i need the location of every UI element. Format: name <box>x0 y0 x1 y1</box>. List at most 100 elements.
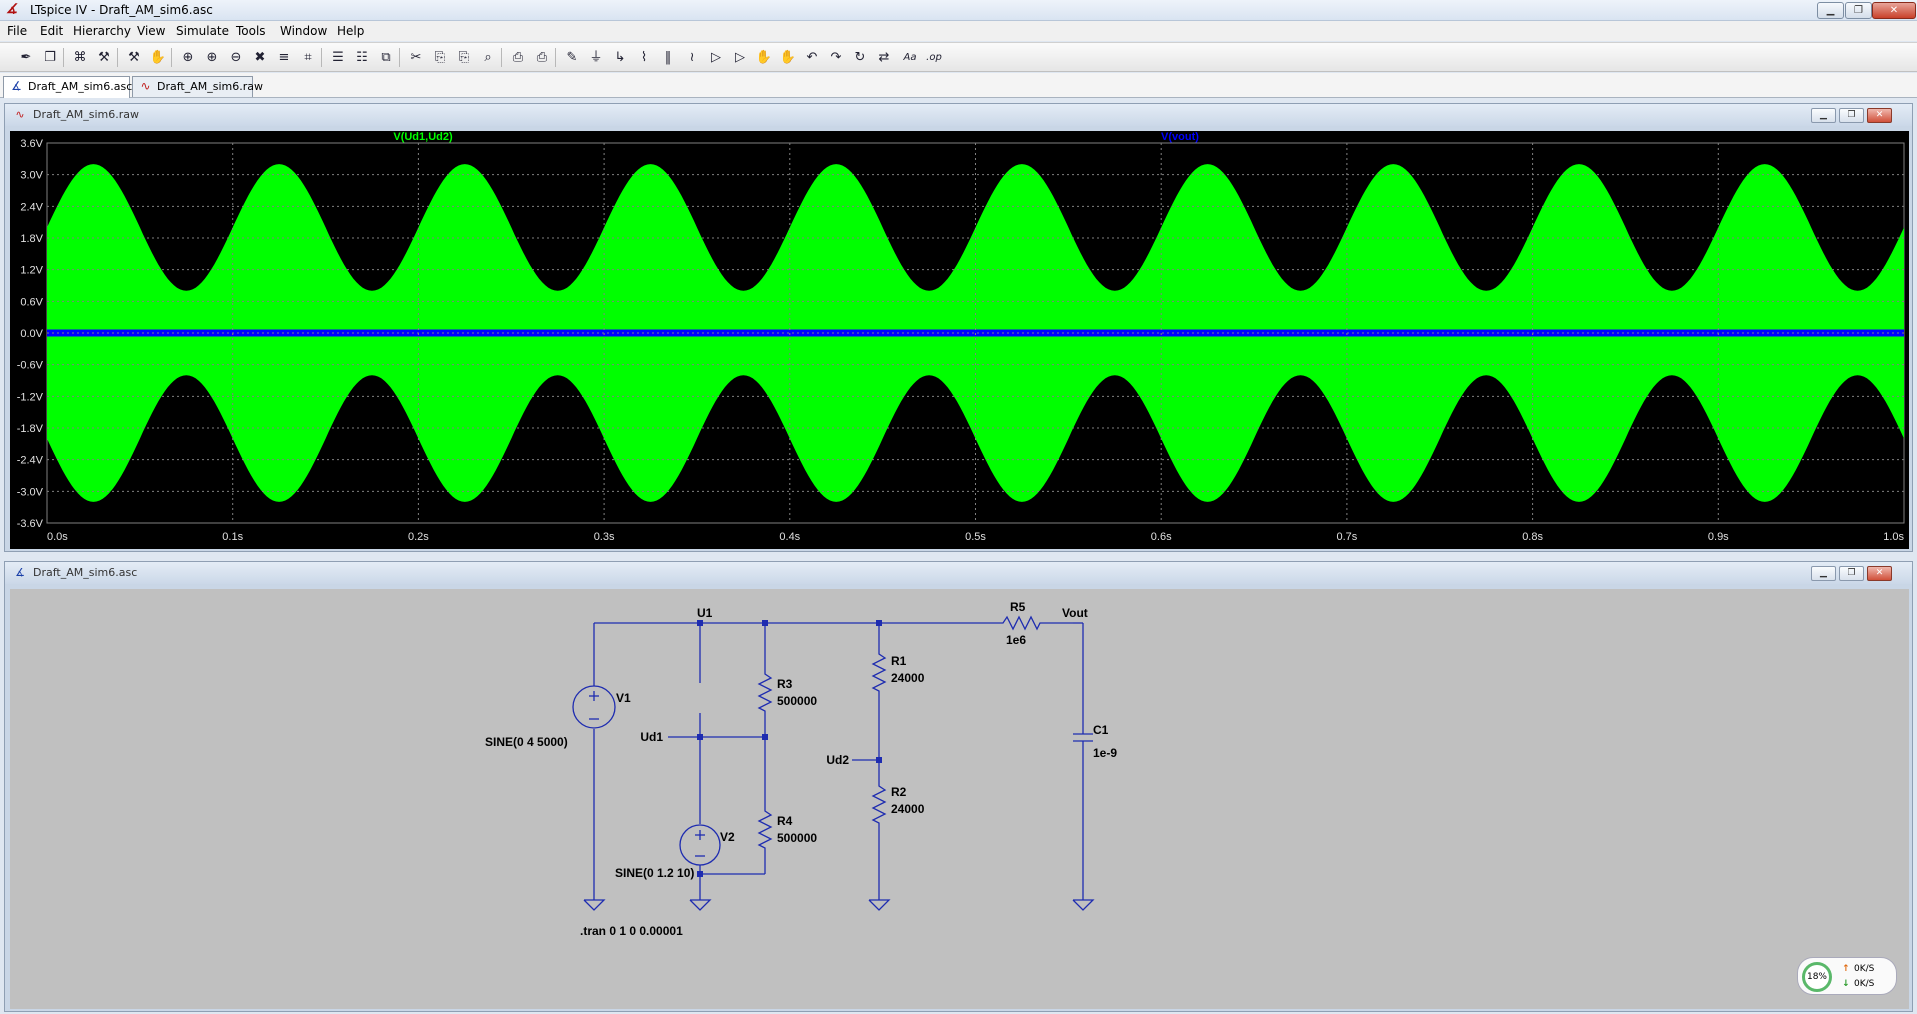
component-icon[interactable]: ▷ <box>735 50 745 65</box>
r3-name[interactable]: R3 <box>777 677 793 691</box>
ground-icon[interactable] <box>868 899 891 911</box>
schematic-drawing[interactable]: U1 Vout Ud1 Ud2 V1 SINE(0 4 5000) V2 SIN… <box>10 589 1909 1009</box>
r2-name[interactable]: R2 <box>891 785 907 799</box>
redo-icon[interactable]: ↷ <box>830 50 842 65</box>
r1-name[interactable]: R1 <box>891 654 907 668</box>
ground-icon[interactable] <box>1072 899 1095 911</box>
waveform-close-button[interactable]: ✕ <box>1867 108 1892 123</box>
new-schematic-icon[interactable]: ✒ <box>20 50 32 65</box>
capacitor-icon[interactable]: ‖ <box>664 50 672 65</box>
tile-vertical-icon[interactable]: ☷ <box>356 50 368 65</box>
waveform-restore-button[interactable]: ❐ <box>1839 108 1864 123</box>
text-icon[interactable]: Aa <box>903 52 917 63</box>
print-setup-icon[interactable]: ⎙ <box>512 50 524 65</box>
v2-name[interactable]: V2 <box>720 830 735 844</box>
close-button[interactable]: ✕ <box>1872 2 1916 19</box>
trace-label-vout[interactable]: V(vout) <box>1161 131 1199 143</box>
open-icon[interactable]: ❐ <box>44 50 56 65</box>
run-icon[interactable]: ⚒ <box>128 50 140 65</box>
menu-window[interactable]: Window <box>280 24 328 38</box>
pan-icon[interactable]: ⊕ <box>206 50 218 65</box>
schematic-minimize-button[interactable]: ▁ <box>1811 566 1836 581</box>
grid-icon[interactable]: ⌗ <box>304 50 312 65</box>
halt-icon[interactable]: ✋ <box>149 50 167 65</box>
net-label-ud2[interactable]: Ud2 <box>826 753 849 767</box>
zoom-out-icon[interactable]: ⊖ <box>230 50 242 65</box>
v1-source[interactable] <box>572 685 616 729</box>
trace-label-vud1ud2[interactable]: V(Ud1,Ud2) <box>393 131 453 143</box>
zoom-in-icon[interactable]: ⊕ <box>182 50 194 65</box>
drag-icon[interactable]: ✋ <box>779 50 797 65</box>
v2-value[interactable]: SINE(0 1.2 10) <box>615 866 694 880</box>
spice-directive[interactable]: .tran 0 1 0 0.00001 <box>580 924 683 938</box>
ground-icon[interactable] <box>583 899 606 911</box>
v2-source[interactable] <box>679 824 721 866</box>
print-icon[interactable]: ⎙ <box>536 50 548 65</box>
menu-tools[interactable]: Tools <box>236 24 266 38</box>
waveform-window-icon: ∿ <box>15 108 25 121</box>
r3-value[interactable]: 500000 <box>777 694 817 708</box>
schematic-canvas[interactable]: U1 Vout Ud1 Ud2 V1 SINE(0 4 5000) V2 SIN… <box>10 589 1909 1009</box>
menu-view[interactable]: View <box>137 24 166 38</box>
draw-wire-icon[interactable]: ✎ <box>566 50 578 65</box>
diode-icon[interactable]: ▷ <box>711 50 721 65</box>
rotate-icon[interactable]: ↻ <box>854 50 866 65</box>
control-panel-icon[interactable]: ⚒ <box>98 50 110 65</box>
schematic-close-button[interactable]: ✕ <box>1867 566 1892 581</box>
r5-value[interactable]: 1e6 <box>1006 633 1026 647</box>
r4-name[interactable]: R4 <box>777 814 793 828</box>
ground-icon[interactable] <box>689 899 712 911</box>
network-monitor-widget[interactable]: 18% ↑0K/S ↓0K/S <box>1797 957 1897 995</box>
spice-directive-icon[interactable]: .op <box>926 52 942 63</box>
r1-value[interactable]: 24000 <box>891 671 925 685</box>
v1-value[interactable]: SINE(0 4 5000) <box>485 735 568 749</box>
toolbar-separator <box>63 48 64 67</box>
v1-name[interactable]: V1 <box>616 691 631 705</box>
find-icon[interactable]: ⌕ <box>484 50 492 65</box>
junction <box>762 620 768 626</box>
net-label-ud1[interactable]: Ud1 <box>640 730 663 744</box>
junction <box>876 757 882 763</box>
c1-value[interactable]: 1e-9 <box>1093 746 1117 760</box>
y-tick-label: 1.2V <box>20 265 43 277</box>
autorange-icon[interactable]: ≡ <box>278 50 290 65</box>
tile-horizontal-icon[interactable]: ☰ <box>332 50 344 65</box>
r5-resistor[interactable] <box>998 615 1073 631</box>
r1-resistor[interactable] <box>871 649 887 696</box>
cascade-icon[interactable]: ⧉ <box>381 50 391 65</box>
c1-name[interactable]: C1 <box>1093 723 1109 737</box>
schematic-restore-button[interactable]: ❐ <box>1839 566 1864 581</box>
r3-resistor[interactable] <box>757 669 773 716</box>
r5-name[interactable]: R5 <box>1010 600 1026 614</box>
restore-button[interactable]: ❐ <box>1845 2 1872 19</box>
net-label-vout[interactable]: Vout <box>1062 606 1088 620</box>
r2-resistor[interactable] <box>871 781 887 828</box>
mirror-icon[interactable]: ⇄ <box>878 50 890 65</box>
tab-waveform[interactable]: ∿ Draft_AM_sim6.raw <box>132 76 263 97</box>
move-icon[interactable]: ✋ <box>755 50 773 65</box>
minimize-button[interactable]: ▁ <box>1817 2 1844 19</box>
inductor-icon[interactable]: ≀ <box>689 50 695 65</box>
tab-schematic[interactable]: ∡ Draft_AM_sim6.asc <box>3 76 132 98</box>
ground-icon[interactable]: ⏚ <box>589 50 603 65</box>
r4-value[interactable]: 500000 <box>777 831 817 845</box>
r4-resistor[interactable] <box>757 806 773 853</box>
undo-icon[interactable]: ↶ <box>806 50 818 65</box>
zoom-fit-icon[interactable]: ✖ <box>254 50 266 65</box>
menu-hierarchy[interactable]: Hierarchy <box>73 24 132 38</box>
resistor-icon[interactable]: ⌇ <box>640 50 648 65</box>
label-net-icon[interactable]: ↳ <box>614 50 626 65</box>
save-icon[interactable]: ⌘ <box>73 50 87 65</box>
waveform-minimize-button[interactable]: ▁ <box>1811 108 1836 123</box>
net-label-u1[interactable]: U1 <box>697 606 713 620</box>
menu-simulate[interactable]: Simulate <box>176 24 230 38</box>
r2-value[interactable]: 24000 <box>891 802 925 816</box>
menu-file[interactable]: File <box>7 24 28 38</box>
cut-icon[interactable]: ✂ <box>410 50 422 65</box>
waveform-chart[interactable]: 3.6V3.0V2.4V1.8V1.2V0.6V0.0V-0.6V-1.2V-1… <box>10 131 1909 549</box>
paste-icon[interactable]: ⎘ <box>458 50 470 65</box>
menu-help[interactable]: Help <box>337 24 365 38</box>
menu-edit[interactable]: Edit <box>40 24 64 38</box>
copy-icon[interactable]: ⎘ <box>434 50 446 65</box>
